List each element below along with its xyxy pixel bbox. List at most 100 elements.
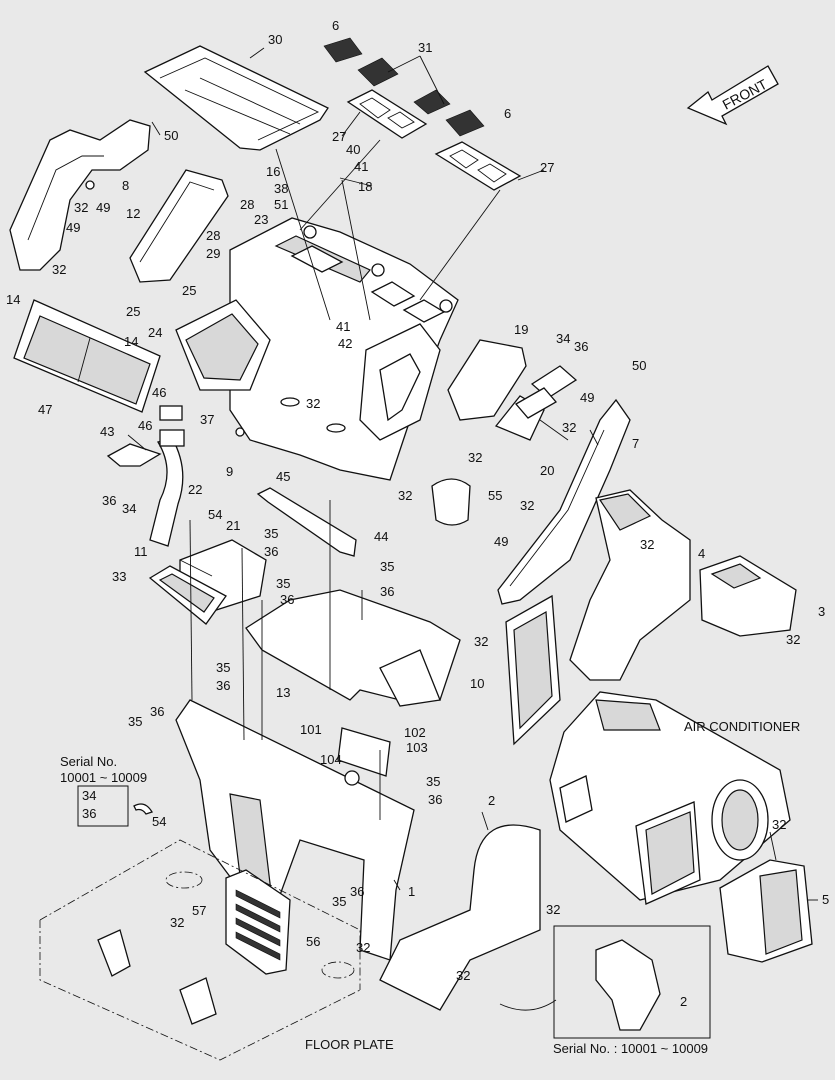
part-number-42: 42 [338, 336, 352, 351]
part-number-25: 25 [126, 304, 140, 319]
part-number-30: 30 [268, 32, 282, 47]
part-5-filter-housing [719, 859, 813, 963]
vent-frames-27 [346, 89, 522, 191]
part-number-49: 49 [580, 390, 594, 405]
part-number-35: 35 [128, 714, 142, 729]
part-number-49: 49 [96, 200, 110, 215]
part-43-bracket [106, 443, 162, 467]
part-number-50: 50 [632, 358, 646, 373]
part-number-45: 45 [276, 469, 290, 484]
part-number-54: 54 [208, 507, 222, 522]
part-number-10: 10 [470, 676, 484, 691]
air-conditioner-unit [549, 691, 791, 905]
part-number-33: 33 [112, 569, 126, 584]
part-number-9: 9 [226, 464, 233, 479]
part-number-56: 56 [306, 934, 320, 949]
part-number-32: 32 [398, 488, 412, 503]
part-4-duct [569, 489, 691, 681]
part-number-35: 35 [380, 559, 394, 574]
part-number-32: 32 [562, 420, 576, 435]
part-number-36: 36 [82, 806, 96, 821]
part-number-14: 14 [124, 334, 138, 349]
inset-serial-caption: Serial No. : 10001 ~ 10009 [553, 1041, 708, 1056]
part-number-3: 3 [818, 604, 825, 619]
part-9-roof-liner [175, 217, 459, 481]
part-number-35: 35 [426, 774, 440, 789]
part-number-32: 32 [468, 450, 482, 465]
part-number-43: 43 [100, 424, 114, 439]
part-56-grille [225, 869, 291, 975]
part-number-49: 49 [494, 534, 508, 549]
part-number-25: 25 [182, 283, 196, 298]
part-number-57: 57 [192, 903, 206, 918]
part-number-29: 29 [206, 246, 220, 261]
part-number-36: 36 [150, 704, 164, 719]
part-number-22: 22 [188, 482, 202, 497]
part-number-8: 8 [122, 178, 129, 193]
part-101-plate [337, 727, 391, 786]
part-number-27: 27 [332, 129, 346, 144]
part-number-34: 34 [122, 501, 136, 516]
part-number-50: 50 [164, 128, 178, 143]
inset-box: Serial No. : 10001 ~ 10009 [499, 925, 711, 1056]
part-number-44: 44 [374, 529, 388, 544]
part-number-1: 1 [408, 884, 415, 899]
part-number-103: 103 [406, 740, 428, 755]
part-number-36: 36 [216, 678, 230, 693]
part-number-32: 32 [52, 262, 66, 277]
part-number-32: 32 [520, 498, 534, 513]
part-number-32: 32 [306, 396, 320, 411]
part-number-36: 36 [280, 592, 294, 607]
part-number-32: 32 [456, 968, 470, 983]
part-number-13: 13 [276, 685, 290, 700]
part-3-duct [699, 555, 797, 637]
part-number-35: 35 [216, 660, 230, 675]
part-number-51: 51 [274, 197, 288, 212]
part-number-21: 21 [226, 518, 240, 533]
part-number-2: 2 [680, 994, 687, 1009]
part-number-38: 38 [274, 181, 288, 196]
part-10-panel [505, 594, 561, 746]
part-12-lid [129, 169, 229, 283]
serial-box-range: 10001 ~ 10009 [60, 770, 147, 785]
part-number-32: 32 [356, 940, 370, 955]
part-number-35: 35 [332, 894, 346, 909]
part-number-28: 28 [240, 197, 254, 212]
part-number-32: 32 [640, 537, 654, 552]
part-number-55: 55 [488, 488, 502, 503]
part-number-36: 36 [380, 584, 394, 599]
part-number-47: 47 [38, 402, 52, 417]
part-number-40: 40 [346, 142, 360, 157]
part-number-41: 41 [336, 319, 350, 334]
part-number-2: 2 [488, 793, 495, 808]
part-number-36: 36 [350, 884, 364, 899]
part-number-7: 7 [632, 436, 639, 451]
floor-plate-caption: FLOOR PLATE [305, 1037, 394, 1052]
part-number-46: 46 [152, 385, 166, 400]
serial-box: Serial No. 10001 ~ 10009 [60, 754, 153, 827]
part-2-duct [379, 824, 541, 1011]
part-number-32: 32 [474, 634, 488, 649]
part-number-36: 36 [574, 339, 588, 354]
leader-lines [127, 47, 818, 901]
part-8-pillar-trim [9, 119, 151, 271]
part-47-filter-grille [13, 299, 161, 413]
part-number-36: 36 [264, 544, 278, 559]
part-number-104: 104 [320, 752, 342, 767]
serial-box-title: Serial No. [60, 754, 117, 769]
part-7-rear-trim [497, 398, 631, 605]
part-44-bracket [256, 487, 357, 557]
part-number-14: 14 [6, 292, 20, 307]
part-number-41: 41 [354, 159, 368, 174]
part-number-31: 31 [418, 40, 432, 55]
part-55-cup-holder [431, 478, 471, 526]
part-20-bracket [494, 365, 578, 441]
part-number-11: 11 [134, 544, 148, 559]
part-number-36: 36 [102, 493, 116, 508]
part-number-4: 4 [698, 546, 705, 561]
part-number-46: 46 [138, 418, 152, 433]
part-number-101: 101 [300, 722, 322, 737]
part-number-27: 27 [540, 160, 554, 175]
part-number-34: 34 [82, 788, 96, 803]
